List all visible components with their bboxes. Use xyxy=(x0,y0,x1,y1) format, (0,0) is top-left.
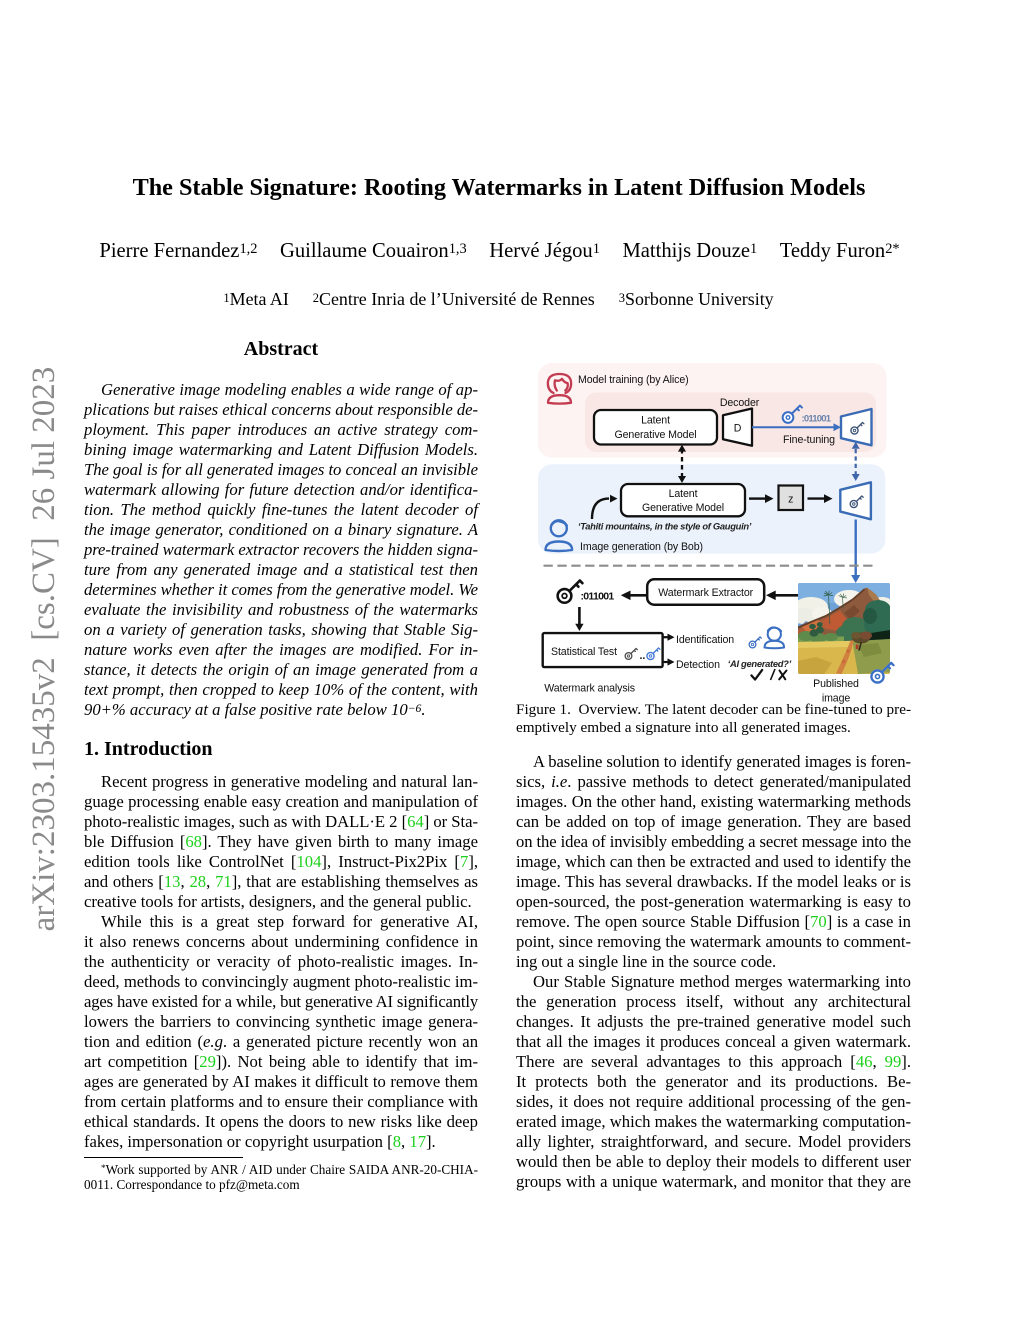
svg-text:Watermark Extractor: Watermark Extractor xyxy=(658,587,753,599)
svg-text::011001: :011001 xyxy=(581,590,615,602)
svg-text:Published: Published xyxy=(813,678,859,690)
svg-text:Watermark analysis: Watermark analysis xyxy=(544,683,635,695)
svg-text:z: z xyxy=(788,493,793,505)
svg-text:Identification: Identification xyxy=(676,634,734,646)
svg-text:‘AI generated?’: ‘AI generated?’ xyxy=(728,658,792,669)
svg-text:Latent: Latent xyxy=(669,488,698,500)
svg-text:Image generation (by Bob): Image generation (by Bob) xyxy=(580,541,703,553)
svg-text:Model training (by Alice): Model training (by Alice) xyxy=(578,374,689,386)
svg-text::011001: :011001 xyxy=(802,413,832,424)
svg-text:D: D xyxy=(734,423,742,435)
svg-text:Detection: Detection xyxy=(676,659,720,671)
svg-text:Generative Model: Generative Model xyxy=(614,429,696,441)
svg-text:Decoder: Decoder xyxy=(720,397,760,409)
svg-text:image: image xyxy=(822,693,851,705)
svg-text:Latent: Latent xyxy=(641,414,670,426)
svg-text:Generative Model: Generative Model xyxy=(642,502,724,514)
svg-text:Statistical Test: Statistical Test xyxy=(551,646,617,658)
svg-text:‘Tahiti mountains, in the styl: ‘Tahiti mountains, in the style of Gaugu… xyxy=(578,520,752,531)
svg-text:Fine-tuning: Fine-tuning xyxy=(783,434,835,446)
svg-text:..: .. xyxy=(640,650,646,662)
